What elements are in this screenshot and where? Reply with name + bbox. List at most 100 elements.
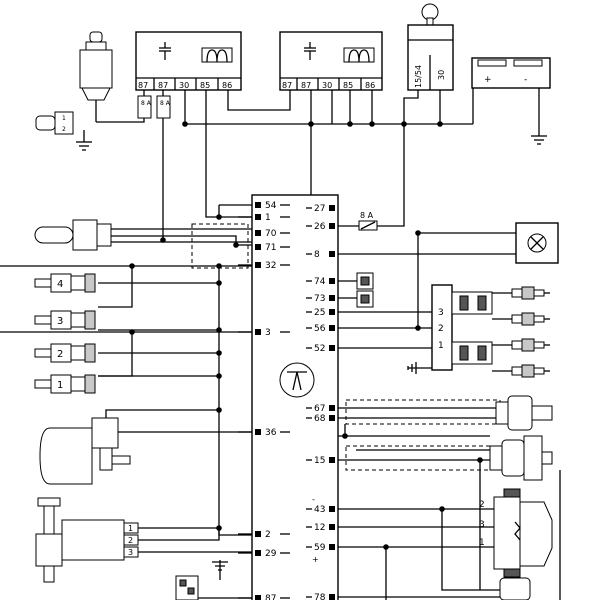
ecu-right-pin-68: 68 <box>306 414 335 424</box>
battery: + - <box>471 57 551 89</box>
injectors: 4 3 2 1 <box>34 273 96 394</box>
spark-plugs <box>492 286 550 378</box>
junction-dots <box>129 121 483 550</box>
injector-1: 1 <box>34 374 96 394</box>
ecu-left-pin-label: 29 <box>265 549 277 559</box>
junction-dot <box>233 242 239 248</box>
spark-plug-2 <box>492 312 550 326</box>
relay-right-pin-85: 85 <box>343 81 353 90</box>
ecu-left-pin-label: 87 <box>265 594 276 600</box>
ground-symbol-ecu <box>175 560 252 600</box>
ecu-right-pin-label: 59 <box>314 543 326 553</box>
junction-dot <box>347 121 353 127</box>
relay-right-pin-30: 30 <box>322 81 332 90</box>
throttle-position-sensor: 1 2 3 <box>35 497 252 583</box>
junction-dot <box>216 327 222 333</box>
ecu-right-pin-label: 15 <box>314 456 325 466</box>
ecu-right-pin-26: 26 <box>306 222 335 232</box>
ecu-left-pin-70: 70 <box>255 229 290 239</box>
ecu-right-pin-label: 12 <box>314 523 325 533</box>
fuse-left-a: 8 A <box>137 95 152 119</box>
ecu-left-pin-2: 2 <box>238 530 290 540</box>
junction-dot <box>369 121 375 127</box>
crank-sensor <box>338 395 553 436</box>
junction-dot <box>401 121 407 127</box>
relay-left-pin-30: 30 <box>179 81 189 90</box>
junction-dot <box>216 263 222 269</box>
coil-terminal-2: 2 <box>438 324 444 334</box>
ecu-right-pin-label: 52 <box>314 344 325 354</box>
polarity-minus: - <box>312 495 315 504</box>
ecu-right-pin-label: 26 <box>314 222 326 232</box>
relay-left-pin-85: 85 <box>200 81 210 90</box>
polarity-labels: - + <box>312 495 319 564</box>
ecu-right-pin-label: 43 <box>314 505 325 515</box>
injector-2: 2 <box>34 343 96 363</box>
ecu-right-pin-label: 68 <box>314 414 326 424</box>
injector-number: 4 <box>57 279 63 290</box>
ecu-left-pin-32: 32 <box>238 261 290 271</box>
ecu-left-pin-label: 32 <box>265 261 276 271</box>
coil-terminal-3: 3 <box>438 308 444 318</box>
ecu-left-pin-54: 54 <box>255 201 290 211</box>
ecu-left-pin-label: 3 <box>265 328 271 338</box>
ecu-right-pin-label: 73 <box>314 294 325 304</box>
pressure-switch-pin-1: 1 <box>62 115 66 122</box>
ecu-right-pin-59: 59 <box>306 543 335 553</box>
injector-number: 1 <box>57 380 63 391</box>
fuse-left-b-label: 8 A <box>160 100 171 107</box>
polarity-plus: + <box>312 555 319 564</box>
ecu-right-pin-67: 67 <box>306 404 335 414</box>
ecu-right-pin-27: 27 <box>306 204 335 214</box>
ecu-fuse: 8 A <box>358 211 378 231</box>
junction-dot <box>439 506 445 512</box>
spark-plug-1 <box>492 286 550 300</box>
junction-dot <box>216 407 222 413</box>
coil-terminal-1: 1 <box>438 341 444 351</box>
ecu-left-pin-label: 71 <box>265 243 276 253</box>
injector-wires <box>0 265 252 536</box>
ecu-fuse-label: 8 A <box>360 211 374 220</box>
ecu-right-pin-label: 78 <box>314 593 326 600</box>
pressure-switch: 1 2 <box>35 111 74 135</box>
battery-minus-label: - <box>524 75 527 85</box>
junction-dot <box>216 350 222 356</box>
ecu-right-pin-label: 56 <box>314 324 326 334</box>
lambda-sensor <box>338 460 561 600</box>
junction-dot <box>477 457 483 463</box>
fuse-left-a-label: 8 A <box>141 100 152 107</box>
hall-sensor: 2 3 1 <box>338 488 553 578</box>
ecu-right-pin-8: 8 <box>306 250 335 260</box>
injector-3: 3 <box>34 310 96 330</box>
junction-dot <box>182 121 188 127</box>
hall-sensor-pin-1: 1 <box>479 538 485 548</box>
junction-dot <box>216 214 222 220</box>
diagnostic-connector-74 <box>356 272 374 290</box>
relay-right-pin-86: 86 <box>365 81 375 90</box>
ecu <box>251 194 339 600</box>
ecu-right-pin-43: 43 <box>306 505 335 515</box>
ecu-left-pin-label: 54 <box>265 201 277 211</box>
throttle-sensor-pin-2: 2 <box>128 536 133 545</box>
relay-left-pin-87a: 87 <box>138 81 148 90</box>
ecu-left-pin-label: 2 <box>265 530 271 540</box>
idle-actuator <box>39 409 252 485</box>
hall-sensor-pin-2: 2 <box>479 500 485 510</box>
ecu-right-pin-12: 12 <box>306 523 335 533</box>
injector-4: 4 <box>34 273 96 293</box>
ecu-left-pin-label: 1 <box>265 213 271 223</box>
ecu-right-pin-73: 73 <box>306 294 335 304</box>
relay-left-pin-86: 86 <box>222 81 232 90</box>
fuel-pump <box>79 31 113 122</box>
relay-left-pin-87b: 87 <box>158 81 168 90</box>
pressure-switch-pin-2: 2 <box>62 126 66 133</box>
ecu-right-pin-15: 15 <box>306 456 335 466</box>
ecu-right-pin-56: 56 <box>306 324 335 334</box>
ecu-right-pin-52: 52 <box>306 344 335 354</box>
ground-symbol-pump <box>76 130 92 151</box>
ecu-right-pin-74: 74 <box>306 277 335 287</box>
injector-number: 2 <box>57 349 63 360</box>
junction-dot <box>216 373 222 379</box>
relay-right-pin-87b: 87 <box>301 81 311 90</box>
junction-dot <box>437 121 443 127</box>
